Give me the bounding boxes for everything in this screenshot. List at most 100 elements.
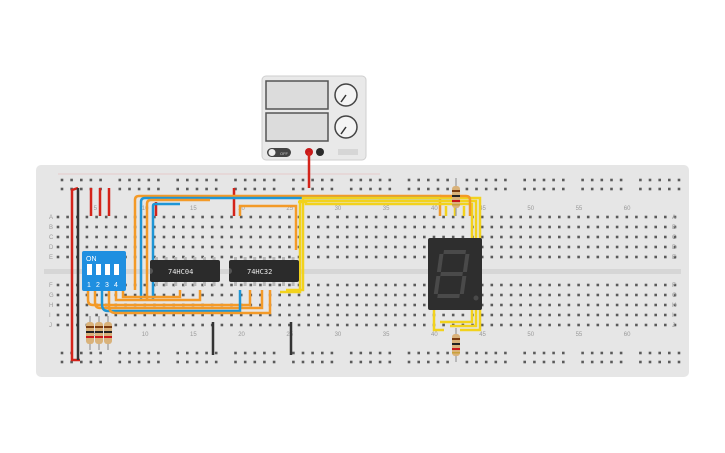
breadboard-hole[interactable] xyxy=(427,351,430,355)
breadboard-hole[interactable] xyxy=(172,235,175,239)
breadboard-hole[interactable] xyxy=(538,245,542,249)
breadboard-hole[interactable] xyxy=(301,178,305,182)
breadboard-hole[interactable] xyxy=(249,313,253,317)
breadboard-hole[interactable] xyxy=(263,178,266,182)
breadboard-hole[interactable] xyxy=(243,360,247,364)
breadboard-hole[interactable] xyxy=(500,255,503,259)
breadboard-hole[interactable] xyxy=(490,303,494,307)
breadboard-hole[interactable] xyxy=(509,225,513,229)
breadboard-hole[interactable] xyxy=(635,245,638,249)
breadboard-hole[interactable] xyxy=(143,235,147,239)
breadboard-hole[interactable] xyxy=(673,215,677,219)
breadboard-hole[interactable] xyxy=(558,215,561,219)
breadboard-hole[interactable] xyxy=(104,313,108,317)
breadboard-hole[interactable] xyxy=(529,323,532,327)
breadboard-hole[interactable] xyxy=(619,187,623,191)
breadboard-hole[interactable] xyxy=(369,351,372,355)
breadboard-hole[interactable] xyxy=(664,313,667,317)
breadboard-hole[interactable] xyxy=(220,215,224,219)
power-supply[interactable]: OFF xyxy=(261,75,367,161)
breadboard-hole[interactable] xyxy=(147,178,151,182)
breadboard-hole[interactable] xyxy=(635,283,638,287)
breadboard-hole[interactable] xyxy=(278,283,281,287)
breadboard-hole[interactable] xyxy=(480,283,484,287)
chip-74hc32[interactable]: 74HC32 xyxy=(229,257,299,286)
breadboard-hole[interactable] xyxy=(253,178,257,182)
breadboard-hole[interactable] xyxy=(85,245,89,249)
breadboard-hole[interactable] xyxy=(118,351,122,355)
breadboard-hole[interactable] xyxy=(220,255,224,259)
breadboard-hole[interactable] xyxy=(182,245,185,249)
breadboard-hole[interactable] xyxy=(596,283,600,287)
breadboard-hole[interactable] xyxy=(214,178,218,182)
breadboard-hole[interactable] xyxy=(610,178,613,182)
breadboard-hole[interactable] xyxy=(538,215,542,219)
breadboard-hole[interactable] xyxy=(278,215,281,219)
breadboard-hole[interactable] xyxy=(562,187,565,191)
breadboard-hole[interactable] xyxy=(677,187,681,191)
breadboard-hole[interactable] xyxy=(234,351,237,355)
breadboard-hole[interactable] xyxy=(85,303,89,307)
breadboard-hole[interactable] xyxy=(336,255,339,259)
breadboard-hole[interactable] xyxy=(56,313,60,317)
breadboard-hole[interactable] xyxy=(349,351,353,355)
breadboard-hole[interactable] xyxy=(99,178,102,182)
breadboard-hole[interactable] xyxy=(268,283,272,287)
breadboard-hole[interactable] xyxy=(249,225,253,229)
breadboard-hole[interactable] xyxy=(60,360,64,364)
breadboard-hole[interactable] xyxy=(89,351,93,355)
breadboard-hole[interactable] xyxy=(195,351,199,355)
breadboard-hole[interactable] xyxy=(529,245,532,249)
breadboard-hole[interactable] xyxy=(625,313,629,317)
breadboard-hole[interactable] xyxy=(230,313,233,317)
breadboard-hole[interactable] xyxy=(359,178,363,182)
breadboard-hole[interactable] xyxy=(292,178,295,182)
breadboard-hole[interactable] xyxy=(297,313,301,317)
breadboard-hole[interactable] xyxy=(461,235,465,239)
breadboard-hole[interactable] xyxy=(480,255,484,259)
breadboard-hole[interactable] xyxy=(596,225,600,229)
breadboard-hole[interactable] xyxy=(639,187,642,191)
breadboard-hole[interactable] xyxy=(465,187,469,191)
breadboard-hole[interactable] xyxy=(301,187,305,191)
breadboard-hole[interactable] xyxy=(172,215,175,219)
breadboard-hole[interactable] xyxy=(664,235,667,239)
breadboard-hole[interactable] xyxy=(205,360,208,364)
breadboard-hole[interactable] xyxy=(413,283,416,287)
breadboard-hole[interactable] xyxy=(288,293,291,297)
breadboard-hole[interactable] xyxy=(195,187,199,191)
breadboard-hole[interactable] xyxy=(201,235,204,239)
breadboard-hole[interactable] xyxy=(668,178,671,182)
blue-wire[interactable] xyxy=(151,202,180,300)
breadboard-hole[interactable] xyxy=(490,293,494,297)
breadboard-hole[interactable] xyxy=(60,187,64,191)
breadboard-hole[interactable] xyxy=(635,293,638,297)
breadboard-hole[interactable] xyxy=(590,360,594,364)
breadboard-hole[interactable] xyxy=(292,187,295,191)
breadboard-hole[interactable] xyxy=(413,245,416,249)
breadboard-hole[interactable] xyxy=(538,293,542,297)
breadboard-hole[interactable] xyxy=(407,187,411,191)
breadboard-hole[interactable] xyxy=(423,323,426,327)
breadboard-hole[interactable] xyxy=(143,225,147,229)
breadboard-hole[interactable] xyxy=(596,215,600,219)
breadboard-hole[interactable] xyxy=(210,215,214,219)
breadboard-hole[interactable] xyxy=(509,255,513,259)
breadboard-hole[interactable] xyxy=(307,303,310,307)
breadboard-hole[interactable] xyxy=(239,245,243,249)
breadboard-hole[interactable] xyxy=(451,235,455,239)
breadboard-hole[interactable] xyxy=(56,225,60,229)
breadboard-hole[interactable] xyxy=(191,235,195,239)
breadboard-hole[interactable] xyxy=(596,255,600,259)
breadboard-hole[interactable] xyxy=(504,351,507,355)
breadboard-hole[interactable] xyxy=(162,225,166,229)
breadboard-hole[interactable] xyxy=(590,187,594,191)
orange-wire[interactable] xyxy=(107,290,272,315)
breadboard-hole[interactable] xyxy=(644,283,648,287)
breadboard-hole[interactable] xyxy=(66,313,69,317)
breadboard-hole[interactable] xyxy=(307,245,310,249)
breadboard-hole[interactable] xyxy=(423,293,426,297)
breadboard-hole[interactable] xyxy=(644,255,648,259)
breadboard-hole[interactable] xyxy=(263,360,266,364)
yellow-wire[interactable] xyxy=(432,310,444,332)
